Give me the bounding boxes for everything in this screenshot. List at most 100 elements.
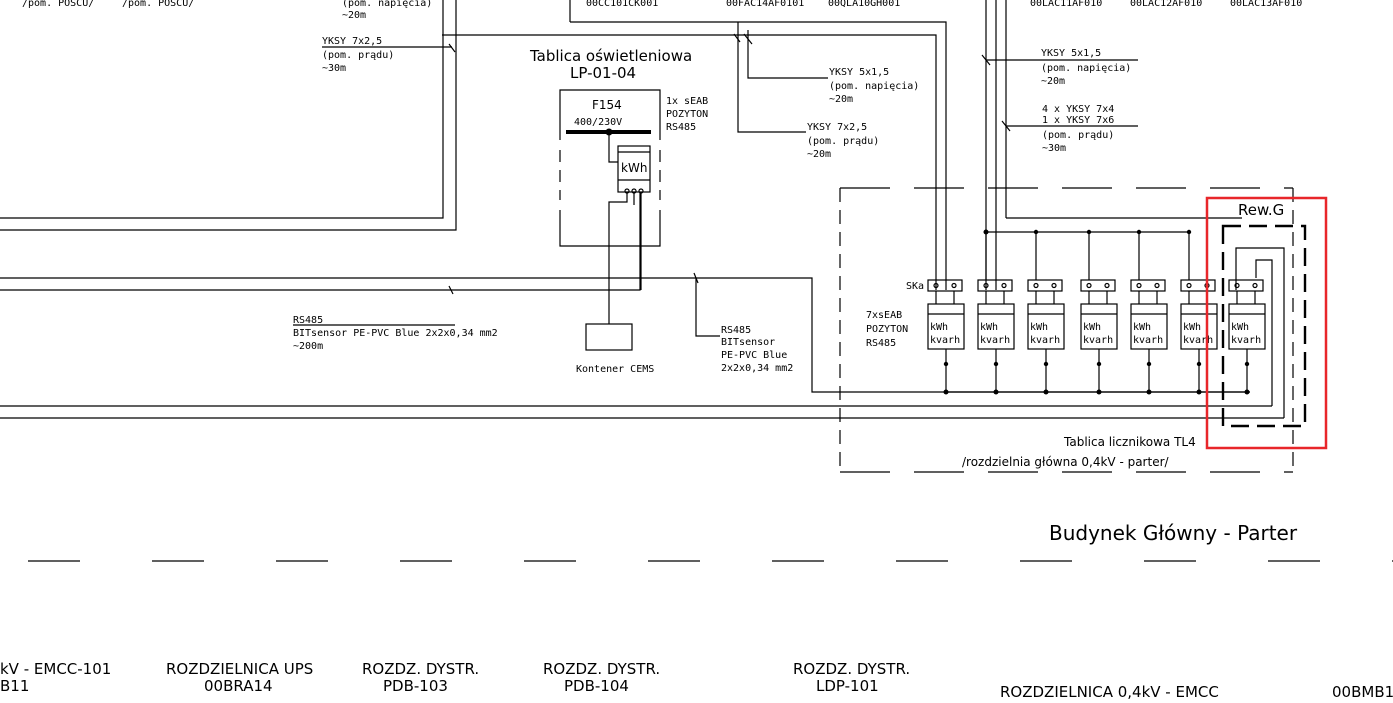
pdb104-code: PDB-104 [564,677,629,695]
cable-note: (pom. prądu) [807,136,879,147]
top-label-poscu-2: /pom. POSCU/ [122,0,194,9]
emcc-label: ROZDZIELNICA 0,4kV - EMCC [1000,683,1219,701]
meter-panel-info-3: RS485 [866,338,896,349]
terminal-block [977,279,1013,292]
kwh-label: kWh [621,161,647,175]
cable-length: ~30m [322,63,346,74]
rs485-label-2: RS485 BITsensor PE-PVC Blue 2x2x0,34 mm2 [695,278,793,374]
cable-label-ykys-1: YKSY 7x2,5 (pom. prądu) ~30m [322,36,452,74]
meter-kvarh-label: kvarh [1183,335,1213,346]
voltage-label: 400/230V [574,117,622,128]
cems-label: Kontener CEMS [576,364,654,375]
meter-kvarh-label: kvarh [1231,335,1261,346]
meter-kwh-label: kWh [1183,322,1201,333]
pdb104-label: ROZDZ. DYSTR. [543,660,660,678]
meter-kvarh-label: kvarh [980,335,1010,346]
revision-highlight-box [1205,196,1328,450]
top-tag-5: 00LAC12AF010 [1130,0,1202,9]
cable-length: ~30m [1042,143,1066,154]
cable-label-ykys-4: YKSY 5x1,5 (pom. napięcia) ~20m [1041,48,1131,87]
cable-note: (pom. prądu) [322,50,394,61]
terminal-block [1130,279,1166,292]
rs485-line-1: BITsensor [721,337,775,348]
emcc-101-code: B11 [0,677,29,695]
meter-unit: kWh kvarh [1080,229,1118,395]
meter-unit: kWh kvarh [927,279,965,395]
meter-kwh-label: kWh [1030,322,1048,333]
meter-kvarh-label: kvarh [1133,335,1163,346]
lighting-panel: Tablica oświetleniowa LP-01-04 F154 400/… [529,47,708,324]
rs485-type: RS485 [293,315,323,326]
meter-panel-info-1: 7xsEAB [866,310,902,321]
ups-code: 00BRA14 [204,677,273,695]
meter-unit: kWh kvarh [1180,229,1218,395]
left-wiring [0,0,1284,419]
cable-note: (pom. napięcia) [829,81,919,92]
top-tag-3: 00QLA10GH001 [828,0,900,9]
meter-kvarh-label: kvarh [1083,335,1113,346]
terminal-block [927,279,963,292]
lighting-kwh-meter [617,145,651,193]
meter-info-1: 1x sEAB [666,96,708,107]
ldp101-label: ROZDZ. DYSTR. [793,660,910,678]
meter-info-2: POZYTON [666,109,708,120]
pdb103-code: PDB-103 [383,677,448,695]
cable-label-ykys-3: YKSY 7x2,5 (pom. prądu) ~20m [807,122,879,160]
meter-kwh-label: kWh [930,322,948,333]
terminal-block [1080,279,1116,292]
revision-dashed-box [1221,224,1307,428]
meter-unit: kWh kvarh [1027,229,1065,395]
top-label-length: ~20m [342,10,366,21]
lighting-panel-id: LP-01-04 [570,64,636,82]
meter-kwh-label: kWh [980,322,998,333]
meter-unit: kWh kvarh [977,229,1015,395]
meter-panel-title: Tablica licznikowa TL4 [1063,435,1196,449]
top-tag-6: 00LAC13AF010 [1230,0,1302,9]
meter-info-3: RS485 [666,122,696,133]
cems-container: Kontener CEMS [576,323,654,375]
meter-row: kWh kvarh kWh kvarh kWh kvarh kWh kvarh kWh kvarh… [927,229,1266,395]
meter-kvarh-label: kvarh [930,335,960,346]
cable-type: YKSY 7x2,5 [322,36,382,47]
cable-type: YKSY 5x1,5 [829,67,889,78]
top-label-voltage-note: (pom. napięcia) [342,0,432,9]
emcc-code: 00BMB1 [1332,683,1393,701]
rs485-line-3: 2x2x0,34 mm2 [721,363,793,374]
meter-kwh-label: kWh [1083,322,1101,333]
cable-note: (pom. napięcia) [1041,63,1131,74]
cable-length: ~20m [1041,76,1065,87]
terminal-block [1228,279,1264,292]
cable-length: ~20m [807,149,831,160]
cable-type-1: 4 x YKSY 7x4 [1042,104,1114,115]
top-tag-4: 00LAC11AF010 [1030,0,1102,9]
bottom-labels: kV - EMCC-101 B11 ROZDZIELNICA UPS 00BRA… [0,660,1393,701]
pdb103-label: ROZDZ. DYSTR. [362,660,479,678]
rs485-type: RS485 [721,325,751,336]
meter-panel: SKa 7xsEAB POZYTON RS485 Tablica licznik… [839,187,1294,473]
revision-marker: Rew.G [1205,196,1328,450]
rs485-length: ~200m [293,341,323,352]
ska-label: SKa [906,281,924,292]
ldp101-code: LDP-101 [816,677,879,695]
meter-panel-subtitle: /rozdzielnia główna 0,4kV - parter/ [962,455,1170,469]
cable-type-2: 1 x YKSY 7x6 [1042,115,1114,126]
meter-kvarh-label: kvarh [1030,335,1060,346]
meter-kwh-label: kWh [1133,322,1151,333]
terminal-block [1027,279,1063,292]
meter-panel-info-2: POZYTON [866,324,908,335]
top-tag-1: 00CC101CK001 [586,0,658,9]
ups-label: ROZDZIELNICA UPS [166,660,313,678]
cable-type: YKSY 7x2,5 [807,122,867,133]
cable-label-ykys-2: YKSY 5x1,5 (pom. napięcia) ~20m [829,67,919,105]
building-label: Budynek Główny - Parter [1049,521,1298,545]
rs485-label-1: RS485 BITsensor PE-PVC Blue 2x2x0,34 mm2… [293,315,498,352]
top-tag-2: 00FAC14AF0101 [726,0,804,9]
rs485-line-2: PE-PVC Blue [721,350,787,361]
terminal-block [1180,279,1216,292]
meter-unit: kWh kvarh [1130,229,1168,395]
feeder-label: F154 [592,98,622,112]
revision-label: Rew.G [1238,201,1284,219]
center-wiring [733,22,828,133]
